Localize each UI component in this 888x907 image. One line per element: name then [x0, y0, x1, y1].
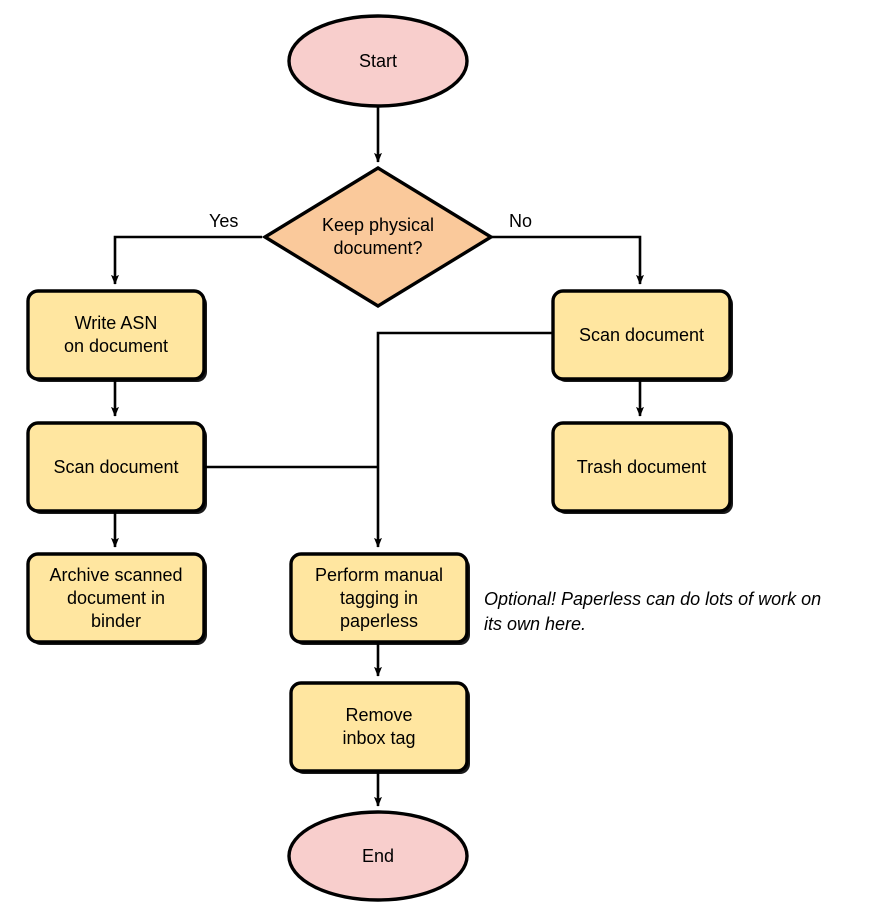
node-scan-left-shape[interactable]: [26, 421, 206, 513]
node-archive-binder-shape[interactable]: [26, 552, 206, 644]
node-remove-inbox-shape[interactable]: [289, 681, 469, 773]
node-trash-shape[interactable]: [551, 421, 732, 513]
flow-connectors: [111, 106, 644, 807]
node-start-shape[interactable]: [287, 14, 469, 108]
edge-decision-yes-to-write-asn: [111, 235, 262, 285]
node-manual-tagging-shape[interactable]: [289, 552, 469, 644]
annotation-optional-note: Optional! Paperless can do lots of work …: [484, 589, 822, 634]
node-write-asn-shape[interactable]: [26, 289, 206, 381]
node-end-shape[interactable]: [287, 810, 469, 902]
edge-scan-right-to-manual-tagging: [374, 331, 552, 548]
flow-nodes: [26, 14, 732, 902]
edge-decision-no-to-scan-right: [492, 235, 644, 285]
node-keep-physical-shape[interactable]: [261, 166, 495, 308]
node-scan-right-shape[interactable]: [551, 289, 732, 381]
edge-label-yes: Yes: [209, 211, 239, 231]
edge-label-no: No: [509, 211, 533, 231]
